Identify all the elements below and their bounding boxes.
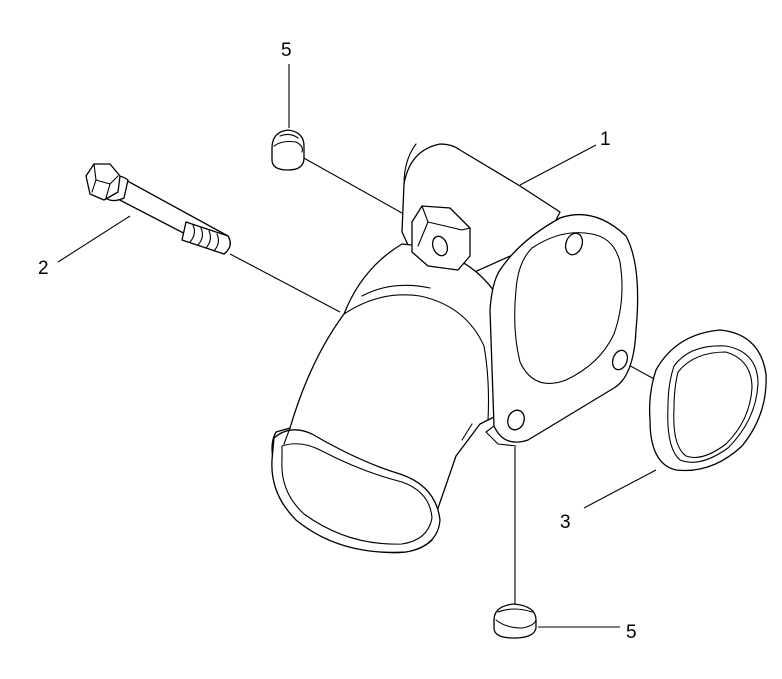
leader-line-1 bbox=[519, 144, 597, 186]
bolt bbox=[85, 163, 231, 255]
callout-2: 2 bbox=[38, 258, 49, 279]
leader-line-5-top-axis bbox=[301, 156, 403, 214]
seal-ring bbox=[648, 329, 767, 472]
leader-line-2-axis bbox=[229, 253, 341, 313]
callout-3: 3 bbox=[560, 512, 571, 533]
plug-bottom bbox=[493, 603, 537, 639]
leader-line-2 bbox=[57, 215, 131, 263]
callout-1: 1 bbox=[600, 129, 611, 150]
leader-line-3 bbox=[583, 469, 657, 509]
housing bbox=[271, 143, 639, 554]
plug-top bbox=[271, 129, 305, 171]
callout-5-bottom: 5 bbox=[626, 622, 637, 643]
callout-5-top: 5 bbox=[281, 40, 292, 61]
